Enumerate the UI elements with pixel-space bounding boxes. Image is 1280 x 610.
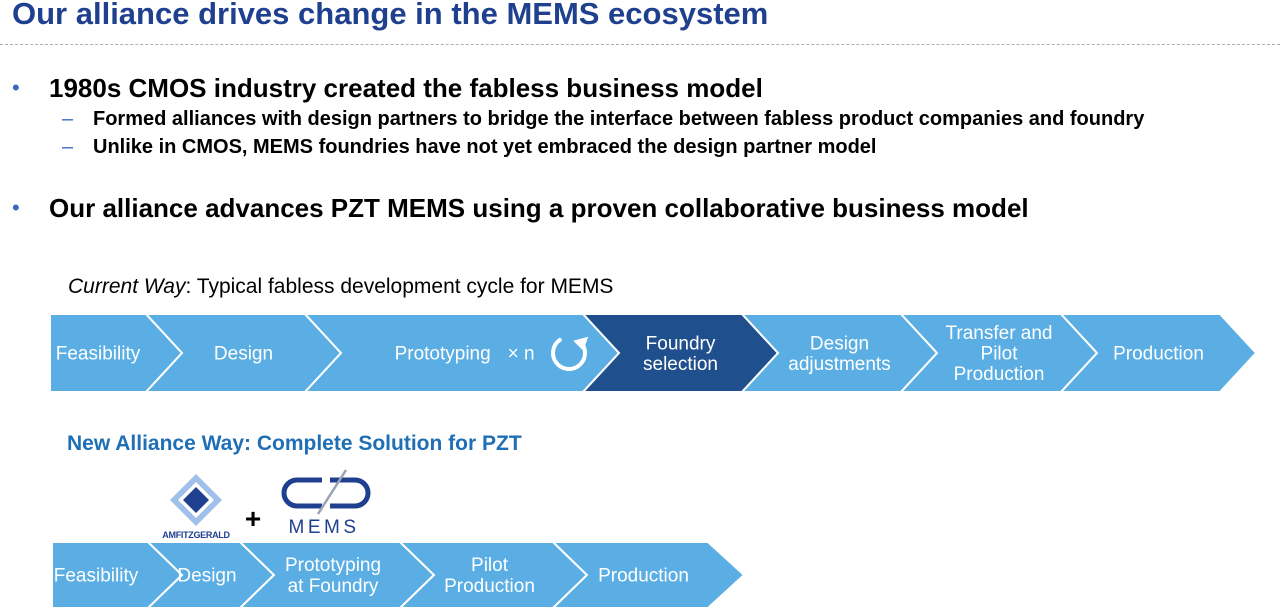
new-way-title: New Alliance Way: Complete Solution for … (67, 432, 522, 455)
step-prototyping-at-foundry-label-line-2: at Foundry (288, 576, 379, 597)
step-prototyping-label-line-1: Prototyping (395, 344, 491, 365)
sub-bullet-dash: – (62, 136, 74, 158)
step-feasibility-label-line-1: Feasibility (56, 344, 141, 365)
mems-logo-text: MEMS (289, 517, 360, 538)
sub-bullet-dash: – (62, 108, 74, 130)
step-design-adjustments-label-line-1: Design (810, 333, 869, 354)
current-way-description: : Typical fabless development cycle for … (185, 275, 614, 298)
amfitzgerald-logo-inner-diamond (183, 487, 209, 513)
step-pilot-production-label-line-2: Production (444, 576, 535, 597)
step-foundry-selection-label-line-2: selection (643, 354, 718, 375)
step-production: Production (1058, 314, 1258, 393)
step-transfer-and-pilot-production-label-line-1: Transfer and (945, 323, 1052, 344)
step-transfer-and-pilot-production-label-line-3: Production (954, 364, 1045, 385)
repeat-cycle-arrowhead-icon (573, 336, 589, 351)
step-production-label-line-1: Production (598, 566, 689, 587)
mems-logo-gap (322, 476, 330, 510)
step-transfer-and-pilot-production-label-line-2: Pilot (981, 344, 1019, 365)
repeat-cycle-icon (551, 337, 587, 371)
mems-logo-slash (316, 469, 348, 515)
current-way-caption: Current Way: Typical fabless development… (68, 275, 613, 299)
amfitzgerald-logo-text: AMFITZGERALD (162, 530, 230, 540)
step-prototyping: Prototyping × n (302, 314, 621, 393)
current-way-label: Current Way (68, 275, 186, 298)
step-design-label-line-1: Design (177, 566, 236, 587)
title-divider (0, 44, 1280, 45)
bullet-alliance-text: Our alliance advances PZT MEMS using a p… (49, 193, 1029, 223)
step-foundry-selection-label-line-1: Foundry (646, 333, 716, 354)
step-production-chevron (550, 542, 746, 609)
step-production: Production (550, 542, 746, 609)
slide-title: Our alliance drives change in the MEMS e… (12, 0, 769, 31)
bullet-dot: • (12, 75, 20, 100)
amfitzgerald-logo: AMFITZGERALD (162, 474, 231, 540)
bullet-cmos-text: 1980s CMOS industry created the fabless … (49, 73, 763, 103)
step-production-chevron (1058, 314, 1258, 393)
sub-bullet-alliances-text: Formed alliances with design partners to… (93, 108, 1145, 130)
plus-sign: + (245, 503, 261, 534)
step-feasibility-label-line-1: Feasibility (54, 566, 139, 587)
alliance-logos: AMFITZGERALD + MEMS (162, 469, 371, 540)
step-pilot-production-label-line-1: Pilot (471, 555, 509, 576)
step-prototyping-repeat-count: × n (508, 344, 535, 365)
bullet-dot: • (12, 195, 20, 220)
step-design-label-line-1: Design (214, 344, 273, 365)
step-prototyping-at-foundry-label-line-1: Prototyping (285, 555, 381, 576)
step-design-adjustments-label-line-2: adjustments (788, 354, 890, 375)
mems-logo: MEMS (281, 469, 371, 538)
step-production-label-line-1: Production (1113, 344, 1204, 365)
sub-bullet-mems-foundries-text: Unlike in CMOS, MEMS foundries have not … (93, 136, 877, 158)
step-design: Design (145, 542, 276, 609)
